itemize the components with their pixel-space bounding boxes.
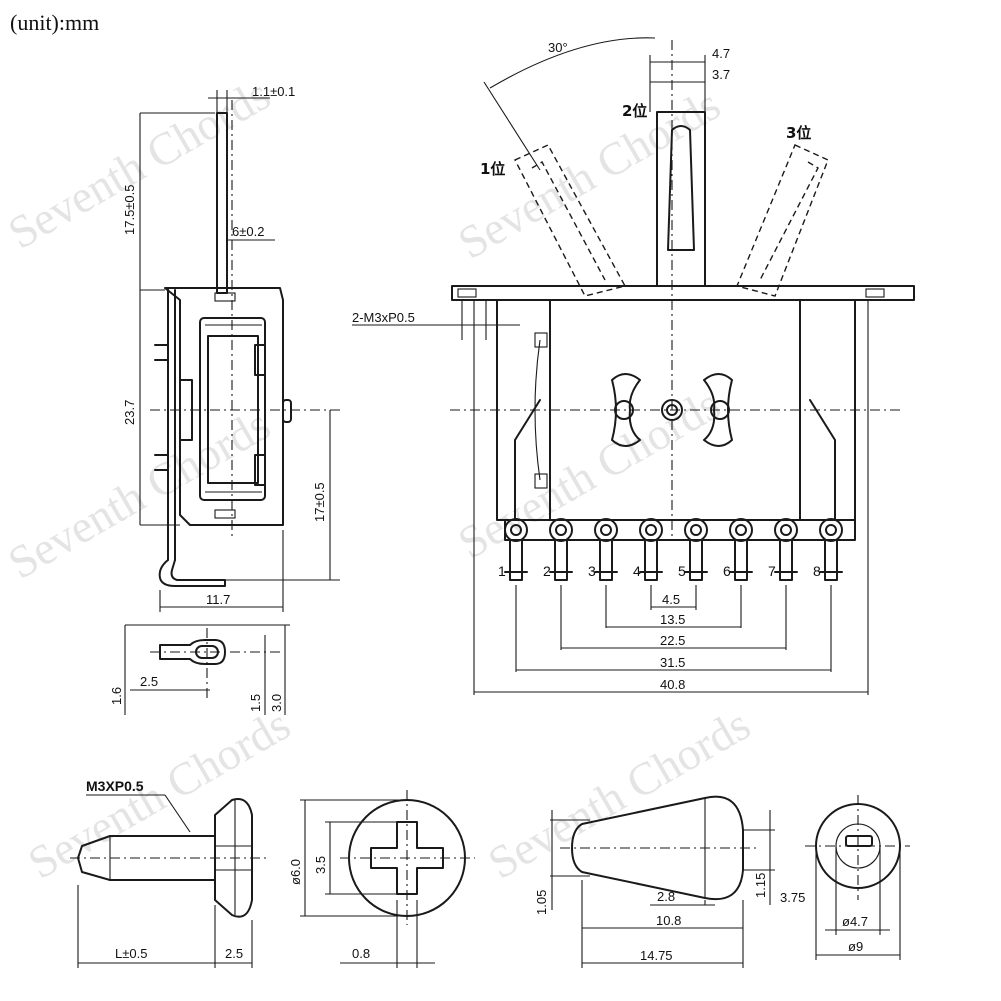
knob-slot [845,835,873,847]
dim-slot-width: 0.8 [352,946,370,961]
pin-label-3: 3 [588,563,596,579]
dim-body-depth: 11.7 [206,592,230,607]
dim-body-height: 23.7 [122,400,137,425]
dim-pitch: 4.5 [662,592,680,607]
dim-knob-3: 1.15 [753,873,768,898]
screw-thread-label: M3XP0.5 [86,778,144,794]
unit-label: (unit):mm [10,10,99,35]
dim-screw-length: L±0.5 [115,946,147,961]
dim-knob-4: 10.8 [656,913,681,928]
pin-label-8: 8 [813,563,821,579]
lever-position-3 [736,144,829,297]
angle-label: 30° [548,40,568,55]
dim-terminal-h1: 1.6 [109,687,124,705]
terminal-detail: 2.5 1.6 1.5 3.0 [109,624,290,715]
pin-label-6: 6 [723,563,731,579]
dim-tab-offset: 6±0.2 [232,224,264,239]
lever-position-2 [656,111,706,287]
lever-position-1 [514,144,627,297]
dim-knob-bore: ø4.7 [842,914,868,929]
screw-callout: 2-M3xP0.5 [352,310,415,325]
dim-7-pitch: 31.5 [660,655,685,670]
position-label-1: 1位 [480,160,505,178]
dim-screw-slot: 3.5 [313,856,328,874]
pin-label-7: 7 [768,563,776,579]
dim-terminal-h3: 3.0 [269,694,284,712]
dim-top-w1: 4.7 [712,46,730,61]
pin-label-1: 1 [498,563,506,579]
dim-3-pitch: 13.5 [660,612,685,627]
dim-screw-head: 2.5 [225,946,243,961]
dim-overall-width: 40.8 [660,677,685,692]
dim-top-w2: 3.7 [712,67,730,82]
dim-5-pitch: 22.5 [660,633,685,648]
watermark-6: Seventh Chords [480,698,759,888]
dim-terminal-h2: 1.5 [248,694,263,712]
dim-center-height: 17±0.5 [312,482,327,522]
position-label-3: 3位 [786,124,811,142]
screw-top-view: ø6.0 3.5 0.8 [288,790,475,968]
front-view: 30° 1位 2位 3位 4.7 3.7 2-M3xP0.5 [352,37,915,695]
dim-tab-thickness: 1.1±0.1 [252,84,295,99]
screw-side-view: M3XP0.5 L±0.5 2.5 [70,778,270,968]
knob-end-view: ø4.7 ø9 [805,795,910,960]
pin-label-5: 5 [678,563,686,579]
switch-body-side [164,287,284,526]
watermarks: Seventh Chords Seventh Chords Seventh Ch… [0,68,758,888]
dim-terminal-w1: 2.5 [140,674,158,689]
phillips-cross [370,821,444,895]
dim-knob-2: 2.8 [657,889,675,904]
watermark-3: Seventh Chords [0,398,278,588]
side-view: 1.1±0.1 17.5±0.5 6±0.2 23.7 17±0.5 11.7 [122,84,340,612]
switch-knob [571,795,744,901]
dim-knob-outer: ø9 [848,939,863,954]
mounting-plate [451,285,915,301]
watermark-5: Seventh Chords [20,698,299,888]
position-label-2: 2位 [622,102,647,120]
dim-knob-5: 14.75 [640,948,673,963]
terminal-row [504,518,843,581]
dim-knob-6: 3.75 [780,890,805,905]
dim-screw-dia: ø6.0 [288,859,303,885]
dim-knob-1: 1.05 [534,890,549,915]
pin-label-4: 4 [633,563,641,579]
knob-side-view: 1.05 2.8 1.15 10.8 14.75 3.75 [534,795,805,968]
dim-tab-height: 17.5±0.5 [122,184,137,235]
pin-label-2: 2 [543,563,551,579]
